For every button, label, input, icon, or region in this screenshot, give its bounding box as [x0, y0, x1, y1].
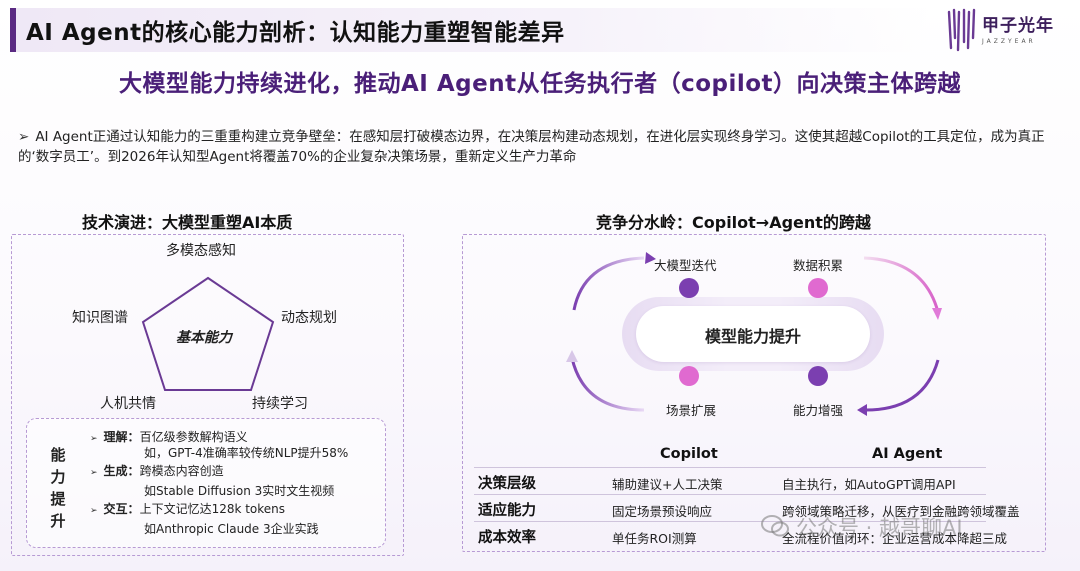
- logo-name: 甲子光年: [982, 16, 1054, 36]
- table-divider: [474, 494, 986, 495]
- arrowhead-icon: [566, 350, 578, 362]
- arrowhead-icon: [857, 404, 867, 416]
- cycle-node-label: 大模型迭代: [654, 258, 717, 273]
- capability-key: 生成：: [103, 464, 140, 478]
- pentagon-vertex-label: 知识图谱: [72, 310, 128, 326]
- pentagon-shape: [141, 276, 275, 391]
- table-cell-agent: 自主执行，如AutoGPT调用API: [782, 477, 956, 492]
- pentagon-vertex-label: 人机共情: [100, 396, 156, 412]
- arrowhead-icon: [645, 252, 656, 264]
- pentagon-vertex-label: 持续学习: [252, 396, 308, 412]
- bullet-arrow-icon: ➢: [18, 129, 30, 145]
- capability-key: 交互：: [103, 502, 140, 516]
- capability-item: ➢ 生成：跨模态内容创造: [90, 462, 224, 479]
- table-row-label: 决策层级: [478, 476, 536, 492]
- logo-mark-icon: [947, 8, 976, 52]
- cycle-center-label: 模型能力提升: [704, 327, 801, 346]
- logo-subtitle: JAZZYEAR: [982, 38, 1036, 45]
- wechat-icon: [761, 515, 789, 537]
- table-cell-agent: 全流程价值闭环：企业运营成本降超三成: [782, 531, 1008, 546]
- arrowhead-icon: [932, 308, 942, 320]
- title-bar: [10, 8, 928, 52]
- pentagon-vertex-label: 多模态感知: [166, 243, 236, 259]
- capability-box: [26, 418, 386, 548]
- watermark-text: 公众号 · 越哥聊AI: [796, 516, 963, 540]
- table-cell-copilot: 固定场景预设响应: [612, 504, 713, 519]
- cycle-node-dot: [679, 278, 699, 298]
- cycle-arrow-top-right: [863, 256, 940, 313]
- cycle-node-label: 数据积累: [793, 258, 844, 273]
- table-cell-copilot: 单任务ROI测算: [612, 531, 697, 546]
- cycle-node-dot: [808, 366, 828, 386]
- table-divider: [474, 521, 986, 522]
- cycle-arrow-bottom-left: [570, 357, 645, 412]
- right-section-title: 竞争分水岭：Copilot→Agent的跨越: [596, 213, 871, 232]
- left-section-title: 技术演进：大模型重塑AI本质: [82, 213, 293, 232]
- cycle-node-label: 场景扩展: [666, 403, 717, 418]
- table-cell-copilot: 辅助建议+人工决策: [612, 477, 723, 492]
- cycle-hub-inner: [636, 306, 870, 362]
- capability-example: 如Stable Diffusion 3实时文生视频: [144, 484, 335, 498]
- capability-key: 理解：: [103, 430, 140, 444]
- bullet-arrow-icon: ➢: [90, 434, 98, 444]
- cycle-node-label: 能力增强: [793, 403, 844, 418]
- table-header-copilot: Copilot: [660, 446, 718, 462]
- bullet-arrow-icon: ➢: [90, 506, 98, 516]
- left-panel: [11, 234, 404, 556]
- table-divider: [474, 467, 986, 468]
- pentagon-center-label: 基本能力: [176, 330, 232, 346]
- subtitle: 大模型能力持续进化，推动AI Agent从任务执行者（copilot）向决策主体…: [118, 71, 962, 97]
- logo: 甲子光年 JAZZYEAR: [946, 8, 1070, 52]
- capability-item: ➢ 理解：百亿级参数解构语义: [90, 428, 248, 445]
- cycle-node-dot: [808, 278, 828, 298]
- table-cell-agent: 跨领域策略迁移，从医疗到金融跨领域覆盖: [782, 504, 1020, 519]
- capability-text: 上下文记忆达128k tokens: [139, 502, 286, 516]
- right-panel: [462, 234, 1046, 552]
- intro-text: AI Agent正通过认知能力的三重重构建立竞争壁垒：在感知层打破模态边界，在决…: [18, 129, 1045, 165]
- cycle-arrow-bottom-right: [865, 359, 940, 412]
- cycle-node-dot: [679, 366, 699, 386]
- cycle-arrows: [566, 252, 942, 416]
- table-row-label: 成本效率: [478, 530, 536, 546]
- pentagon-vertex-label: 动态规划: [281, 310, 337, 326]
- table-header-agent: AI Agent: [872, 446, 943, 462]
- bullet-arrow-icon: ➢: [90, 468, 98, 478]
- capability-item: ➢ 交互：上下文记忆达128k tokens: [90, 500, 285, 517]
- capability-text: 百亿级参数解构语义: [139, 430, 248, 444]
- capability-text: 跨模态内容创造: [139, 464, 224, 478]
- capability-example: 如Anthropic Claude 3企业实践: [144, 522, 319, 536]
- intro-paragraph: ➢AI Agent正通过认知能力的三重重构建立竞争壁垒：在感知层打破模态边界，在…: [18, 127, 1068, 167]
- page-title: AI Agent的核心能力剖析：认知能力重塑智能差异: [26, 20, 565, 46]
- cycle-arrow-top-left: [572, 256, 645, 311]
- capability-label: 能力提升: [50, 446, 66, 530]
- table-row-label: 适应能力: [478, 503, 536, 519]
- capability-example: 如，GPT-4准确率较传统NLP提升58%: [144, 446, 349, 460]
